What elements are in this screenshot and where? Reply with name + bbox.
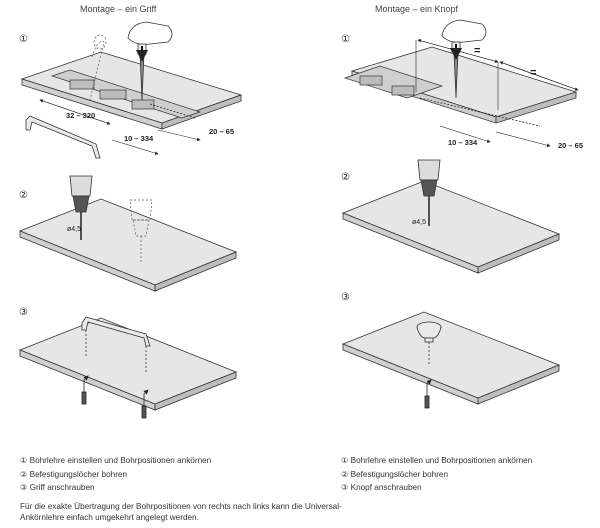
step-1-knopf: ① — [341, 34, 350, 45]
step-3-knopf: ③ — [341, 292, 350, 303]
dim-griff-spacing: 32 – 320 — [66, 111, 95, 120]
drill-griff — [69, 175, 93, 240]
dim-knopf-edge: 20 – 65 — [558, 141, 583, 150]
legend-knopf: ① Bohrlehre einstellen und Bohrpositione… — [341, 454, 532, 495]
dim-griff-edge: 20 – 65 — [209, 127, 234, 136]
knob — [416, 321, 442, 364]
legend-knopf-step-1: ① Bohrlehre einstellen und Bohrpositione… — [341, 456, 533, 465]
step-2-griff: ② — [19, 190, 28, 201]
drill-knopf — [417, 159, 441, 226]
equal-sign-1: = — [474, 45, 480, 57]
drilling-template-knopf — [343, 65, 541, 127]
legend-griff: ① Bohrlehre einstellen und Bohrpositione… — [20, 454, 211, 495]
drill-ghost-griff — [129, 199, 153, 262]
screws-griff — [81, 375, 149, 419]
board-griff-3 — [18, 317, 238, 411]
drill-diameter-knopf: ø4,5 — [412, 219, 426, 226]
handle-griff — [25, 115, 101, 159]
board-knopf-2 — [341, 180, 561, 274]
legend-griff-step-2: ② Befestigungslöcher bohren — [20, 469, 128, 479]
legend-griff-step-1: ① Bohrlehre einstellen und Bohrpositione… — [20, 456, 212, 465]
board-knopf-3 — [341, 311, 561, 405]
board-griff-1 — [20, 51, 243, 130]
handle-mounted — [81, 316, 151, 372]
screw-knopf — [424, 379, 432, 409]
legend-knopf-step-3: ③ Knopf anschrauben — [341, 483, 422, 492]
board-griff-2 — [18, 198, 238, 292]
step-1-griff: ① — [19, 34, 28, 45]
handle-outline — [89, 41, 105, 101]
drilling-template-griff — [50, 69, 202, 119]
step-2-knopf: ② — [341, 172, 350, 183]
dim-griff-offset: 10 – 334 — [124, 134, 154, 143]
equal-sign-2: = — [530, 67, 536, 79]
drill-diameter-griff: ø4,5 — [67, 226, 81, 233]
header-griff: Montage – ein Griff — [80, 4, 157, 14]
legend-griff-step-3: ③ Griff anschrauben — [20, 483, 95, 492]
dim-knopf-offset: 10 – 334 — [448, 138, 478, 147]
header-knopf: Montage – ein Knopf — [375, 4, 459, 14]
step-3-griff: ③ — [19, 307, 28, 318]
legend-knopf-step-2: ② Befestigungslöcher bohren — [341, 469, 449, 479]
transfer-note: Für die exakte Übertragung der Bohrposit… — [20, 502, 342, 522]
